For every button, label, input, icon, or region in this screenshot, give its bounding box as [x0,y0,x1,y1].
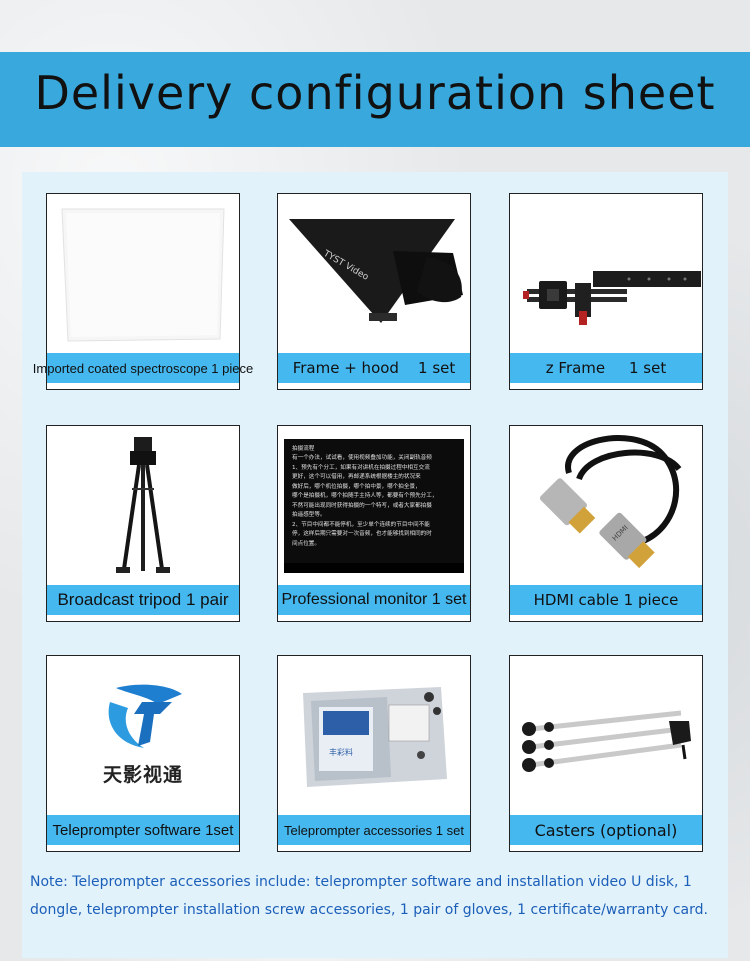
spectroscope-image [47,194,239,349]
item-card-accessories: 丰彩料 Teleprompter accessories 1 set [277,655,471,852]
monitor-screen-line: 停，这样后期只需要对一次音频，也才能够找到相同的时 [292,531,432,537]
item-card-frame-hood: TYST Video Frame + hood 1 set [277,193,471,390]
casters-image [510,656,702,811]
tripod-image [47,426,239,581]
package-text: 丰彩料 [329,747,353,757]
page-title: Delivery configuration sheet [34,66,716,120]
monitor-screen-line: 更好，这个可以借用，再邮递系统根据楼主的状况来 [292,474,421,480]
item-label: Teleprompter software 1set [47,815,239,845]
item-label: Professional monitor 1 set [278,585,470,615]
item-card-software: 天影视通 Teleprompter software 1set [46,655,240,852]
monitor-screen-line: 有一个办法，试试看，使用视频叠加功能，关闭副轨音频 [292,455,432,461]
item-card-spectroscope: Imported coated spectroscope 1 piece [33,193,253,390]
monitor-bezel [284,562,464,573]
item-label: Frame + hood 1 set [278,353,470,383]
item-card-hdmi: HDMI HDMI cable 1 piece [509,425,703,622]
item-card-casters: Casters (optional) [509,655,703,852]
item-card-monitor: 拍摄流程有一个办法，试试看，使用视频叠加功能，关闭副轨音频 1、预先有个分工，如果… [277,425,471,622]
item-card-tripod: Broadcast tripod 1 pair [46,425,240,622]
software-logo: 天影视通 [47,656,239,811]
monitor-screen-line: 不然可能出现同时获得拍摄的一个特写，或者大家都拍摄 [292,502,432,509]
delivery-note: Note: Teleprompter accessories include: … [30,874,708,918]
monitor-screen-line: 做好后，哪个机位拍摄，哪个拍中景，哪个拍全景， [292,483,421,490]
monitor-screen-line: 拍摄流程 [292,445,315,452]
item-label: Casters (optional) [510,815,702,845]
monitor-screen-line: 拍遥感型等。 [292,512,326,518]
monitor-screen-line: 哪个是拍摄机，哪个拍随手主持人等，都要有个预先分工， [292,493,438,499]
item-label: Imported coated spectroscope 1 piece [33,353,253,383]
monitor-screen: 拍摄流程有一个办法，试试看，使用视频叠加功能，关闭副轨音频 1、预先有个分工，如果… [284,438,464,573]
monitor-screen-line: 间点位置。 [292,540,320,547]
hdmi-cable-image: HDMI [510,426,702,581]
item-label: Broadcast tripod 1 pair [47,585,239,615]
item-card-z-frame: z Frame 1 set [509,193,703,390]
item-label: Teleprompter accessories 1 set [278,815,470,845]
frame-hood-image: TYST Video [278,194,470,349]
z-frame-image [510,194,702,349]
monitor-screen-line: 1、预先有个分工，如果有对讲机在拍摄过程中相互交流 [292,464,430,471]
title-band [0,52,750,147]
accessories-image: 丰彩料 [278,656,470,811]
brand-logo-text: 天影视通 [102,764,183,786]
item-label: z Frame 1 set [510,353,702,383]
monitor-image: 拍摄流程有一个办法，试试看，使用视频叠加功能，关闭副轨音频 1、预先有个分工，如果… [278,426,470,581]
brand-logo-icon [108,684,182,748]
item-label: HDMI cable 1 piece [510,585,702,615]
monitor-screen-line: 2、节目中间都不能停机，至少单个连续的节目中间不能 [292,521,430,528]
monitor-screen-text: 拍摄流程有一个办法，试试看，使用视频叠加功能，关闭副轨音频 1、预先有个分工，如果… [292,445,458,550]
